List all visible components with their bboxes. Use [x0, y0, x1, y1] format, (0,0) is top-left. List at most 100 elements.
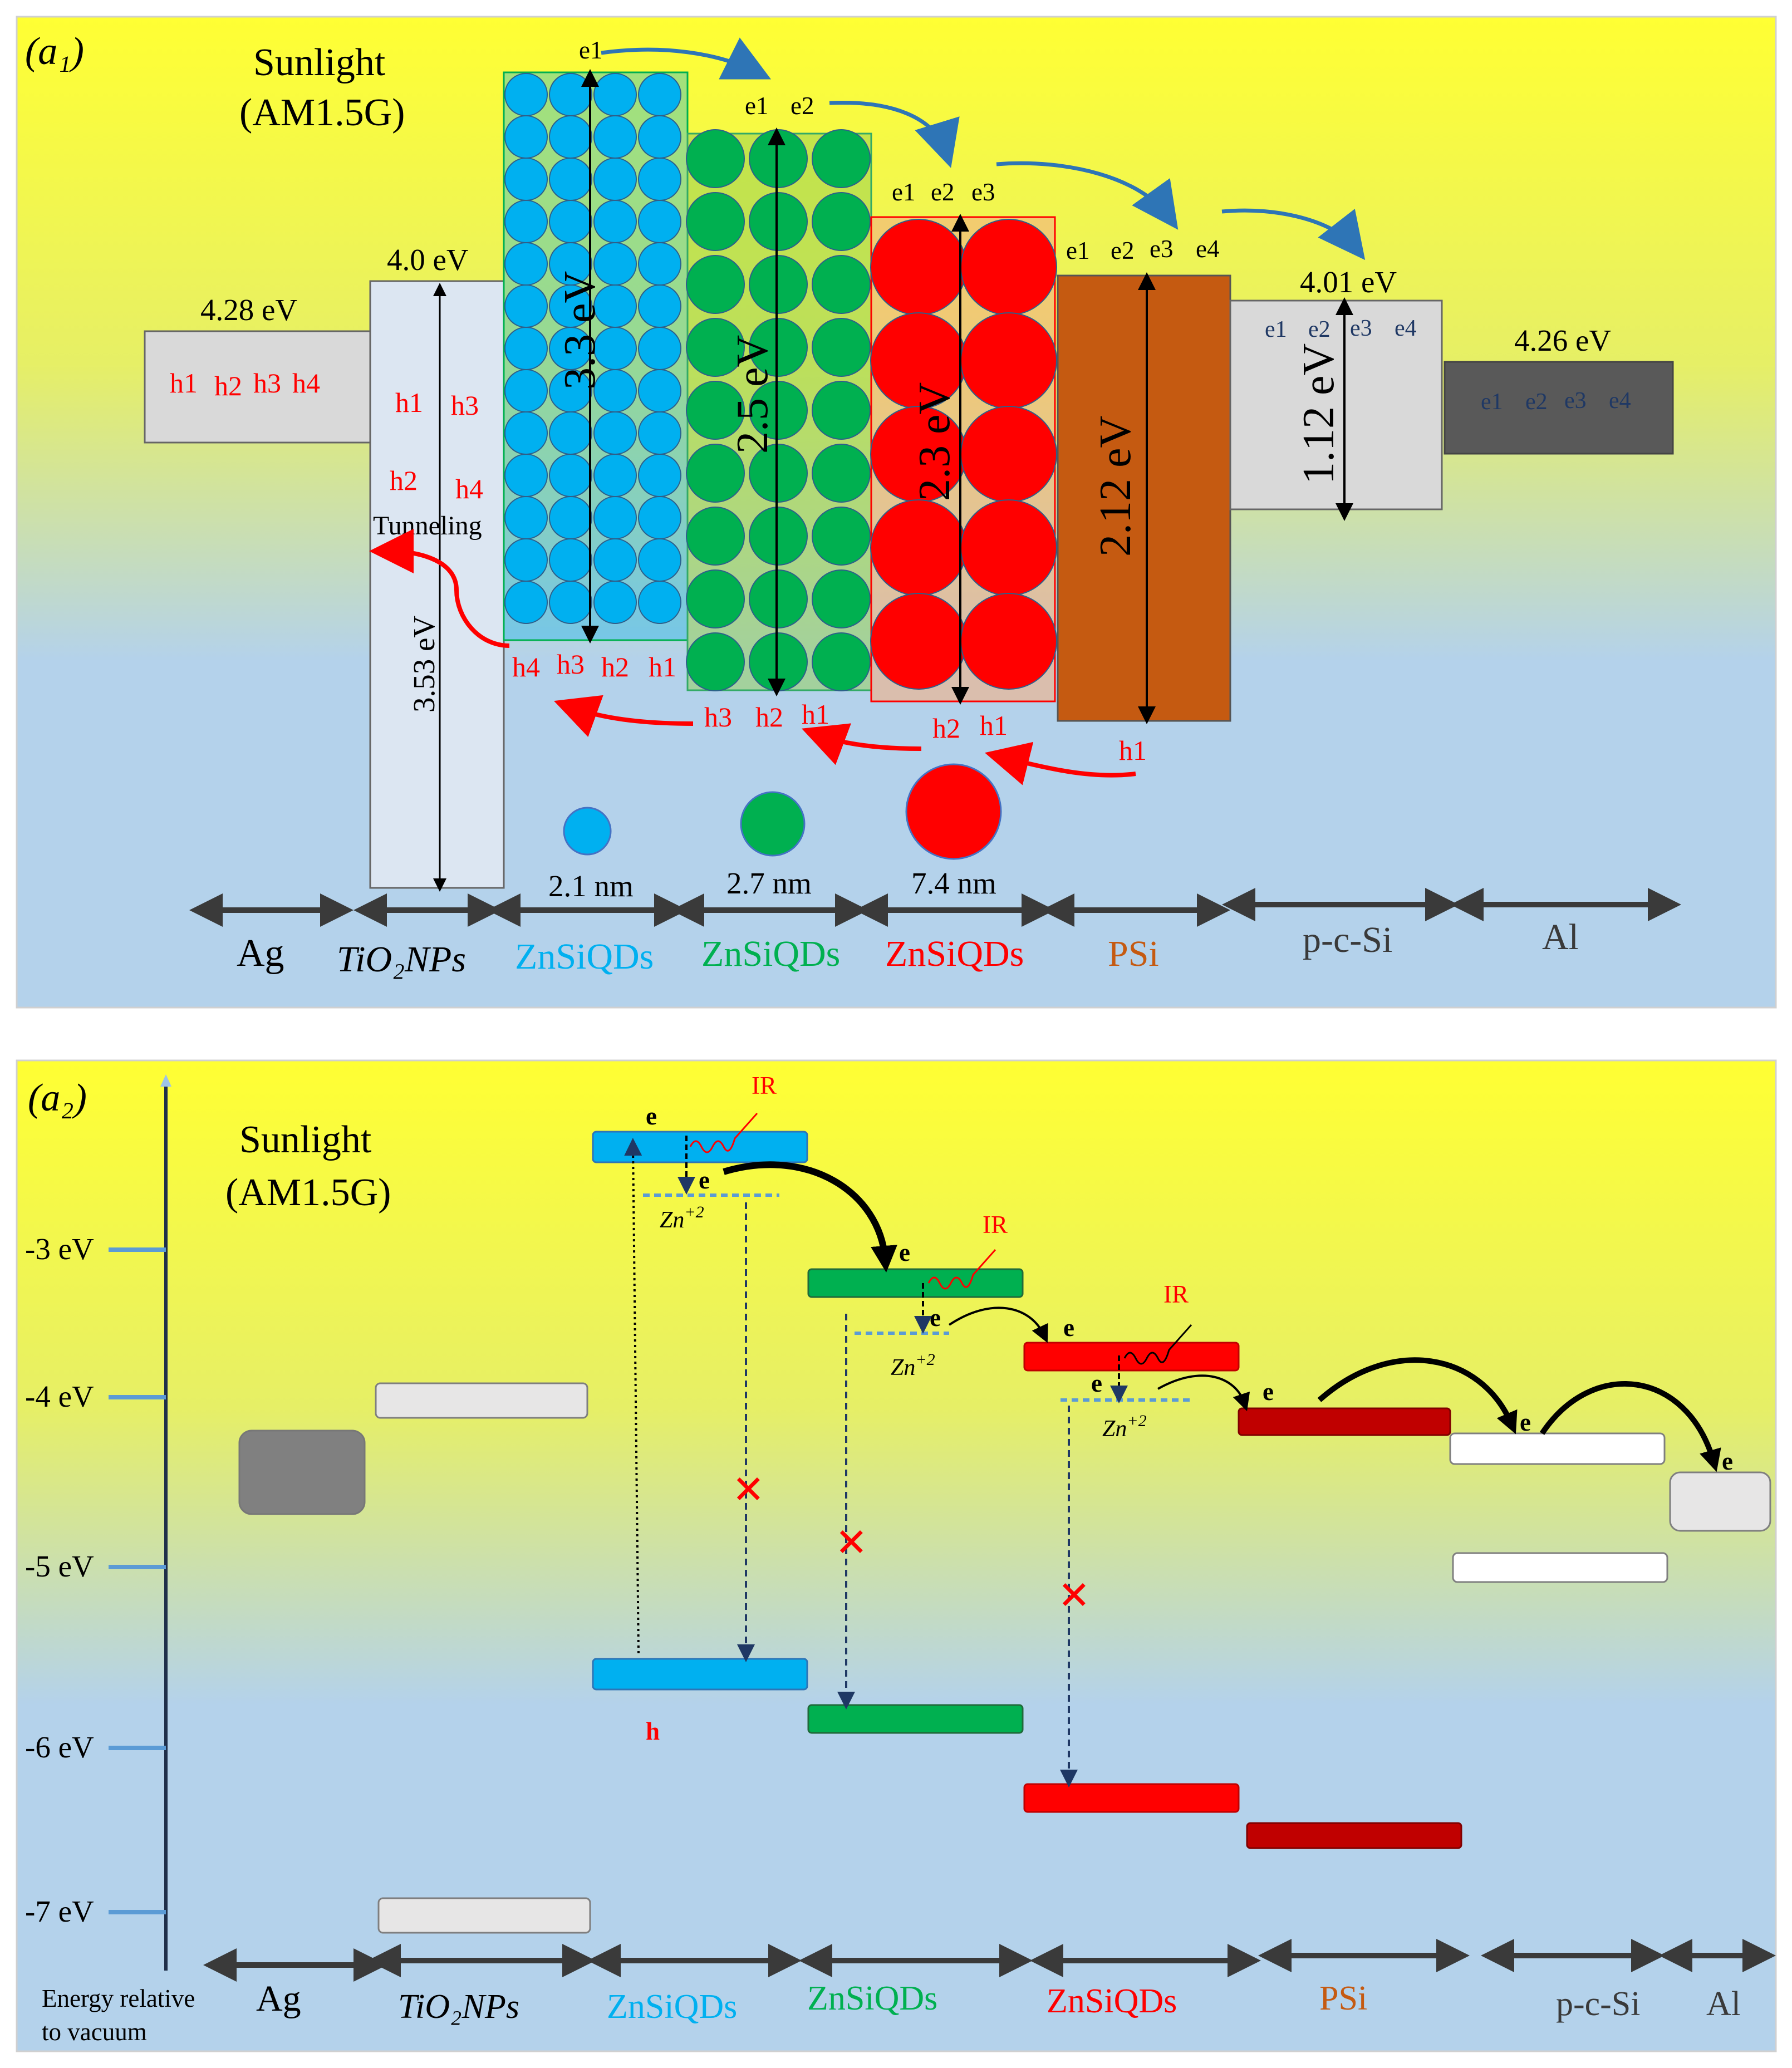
qd-blue-dot [549, 158, 592, 201]
panel-a1-label: (a₁) [25, 30, 84, 73]
qd-blue-dot [638, 496, 681, 539]
qd-blue-dot [504, 538, 548, 582]
zn-text: Zn [1102, 1416, 1127, 1442]
qd-red-dot [960, 499, 1057, 596]
qd-blue-zn-label: Zn+2 [660, 1203, 704, 1233]
qd-green-cb-level [807, 1268, 1024, 1298]
ag-energy-label: 4.28 eV [200, 293, 297, 327]
qd-red-hole-h2: h2 [932, 713, 960, 744]
qd-blue-dot [549, 200, 592, 243]
layer-arrows-a2 [203, 1939, 1776, 1982]
al-energy-label: 4.26 eV [1514, 323, 1611, 357]
qd-red-dot [870, 499, 967, 596]
qd-blue-dot [549, 581, 592, 624]
qd-blue-dot [549, 454, 592, 497]
transfer-arrow-4 [1317, 1357, 1518, 1435]
zn-charge: +2 [915, 1350, 935, 1369]
qd-blue-cb-level [592, 1131, 808, 1163]
qd-green-e: e [899, 1239, 910, 1266]
qd-red-e-zn: e [1091, 1369, 1102, 1397]
al-e3: e3 [1564, 388, 1587, 414]
tick-label-6: -6 eV [25, 1730, 94, 1764]
qd-red-hole-h1: h1 [980, 710, 1008, 741]
qd-blue-dot [504, 581, 548, 624]
qd-green-e1: e1 [745, 92, 768, 120]
qd-red-blocked: ✕ [1058, 1575, 1091, 1618]
electron-arrow-3 [996, 161, 1179, 230]
sunlight-spectrum: (AM1.5G) [239, 91, 405, 134]
layer-label-psi-a2: PSi [1319, 1979, 1367, 2017]
layer-label-psi: PSi [1108, 934, 1159, 974]
psi-e3: e3 [1150, 235, 1173, 263]
qd-blue-dot [549, 73, 592, 116]
qd-red-cb-level [1023, 1342, 1240, 1372]
layer-label-qd-red: ZnSiQDs [885, 934, 1024, 974]
psi-e1: e1 [1066, 237, 1089, 264]
qd-green-dot [686, 507, 745, 566]
qd-blue-hole-h3: h3 [557, 649, 585, 680]
qd-blue-dot [549, 496, 592, 539]
qd-green-dot [686, 444, 745, 503]
electron-arrow-1 [601, 37, 772, 80]
qd-green-zn-label: Zn+2 [891, 1350, 935, 1381]
qd-size-green [740, 791, 806, 857]
psi-e: e [1263, 1378, 1274, 1406]
qd-blue-dot [593, 73, 637, 116]
qd-green-dot [812, 318, 871, 377]
pcsi-energy-label: 4.01 eV [1300, 265, 1397, 299]
al-e: e [1722, 1447, 1733, 1475]
pcsi-cb-level [1449, 1432, 1666, 1465]
sunlight-title: Sunlight [253, 41, 386, 84]
qd-red-e2: e2 [931, 178, 954, 206]
hole-arrow-3 [553, 695, 694, 737]
tio2-gap-label: 3.53 eV [407, 616, 441, 713]
layer-label-pcsi: p-c-Si [1303, 920, 1392, 960]
qd-size-blue-label: 2.1 nm [548, 869, 634, 903]
qd-blue-dot [593, 454, 637, 497]
qd-green-dot [686, 129, 745, 188]
tio2-block [369, 280, 505, 889]
tio2-hole-h4: h4 [455, 473, 483, 504]
qd-blue-e-zn: e [699, 1166, 710, 1194]
qd-blue-dot [638, 242, 681, 286]
psi-block [1057, 274, 1231, 722]
pcsi-e4: e4 [1395, 316, 1417, 341]
qd-blue-dot [504, 369, 548, 412]
sunlight-spectrum-a2: (AM1.5G) [225, 1171, 391, 1214]
qd-blue-dot [638, 284, 681, 328]
pcsi-e: e [1520, 1408, 1531, 1436]
qd-green-blocked: ✕ [835, 1522, 868, 1565]
zn-charge: +2 [684, 1203, 704, 1221]
qd-green-dot [686, 381, 745, 440]
qd-red-dot [960, 312, 1057, 409]
qd-blue-dot [504, 200, 548, 243]
transfer-arrow-5 [1539, 1381, 1721, 1472]
qd-blue-dot [593, 158, 637, 201]
tio2-hole-h1: h1 [395, 387, 423, 418]
axis-caption-line2: to vacuum [42, 2018, 147, 2046]
qd-green-dot [812, 255, 871, 314]
ag-level [238, 1430, 366, 1515]
transfer-arrow-3 [1157, 1374, 1250, 1412]
layer-label-qd-blue: ZnSiQDs [515, 936, 654, 977]
qd-red-dot [870, 593, 967, 690]
qd-blue-dot [593, 538, 637, 582]
qd-green-dot [749, 129, 808, 188]
zn-text: Zn [891, 1355, 915, 1381]
tio2-vb-level [377, 1897, 591, 1934]
qd-green-dot [812, 129, 871, 188]
tick-label-3: -3 eV [25, 1232, 94, 1266]
qd-blue-dot [549, 411, 592, 455]
psi-cb-level [1238, 1407, 1451, 1436]
psi-hole-h1: h1 [1119, 735, 1147, 766]
pcsi-e1: e1 [1265, 317, 1287, 342]
panel-a2: (a₂) Sunlight (AM1.5G) -3 eV -4 eV -5 eV… [16, 1059, 1777, 2052]
transfer-arrow-2 [948, 1306, 1048, 1343]
qd-blue-hole-h1: h1 [649, 651, 676, 682]
energy-axis-arrowhead [160, 1074, 171, 1087]
hole-arrow-2 [802, 723, 922, 765]
qd-green-dot [686, 192, 745, 251]
qd-green-dot [812, 192, 871, 251]
tio2-hole-h3: h3 [451, 390, 479, 421]
qd-blue-dot [504, 73, 548, 116]
